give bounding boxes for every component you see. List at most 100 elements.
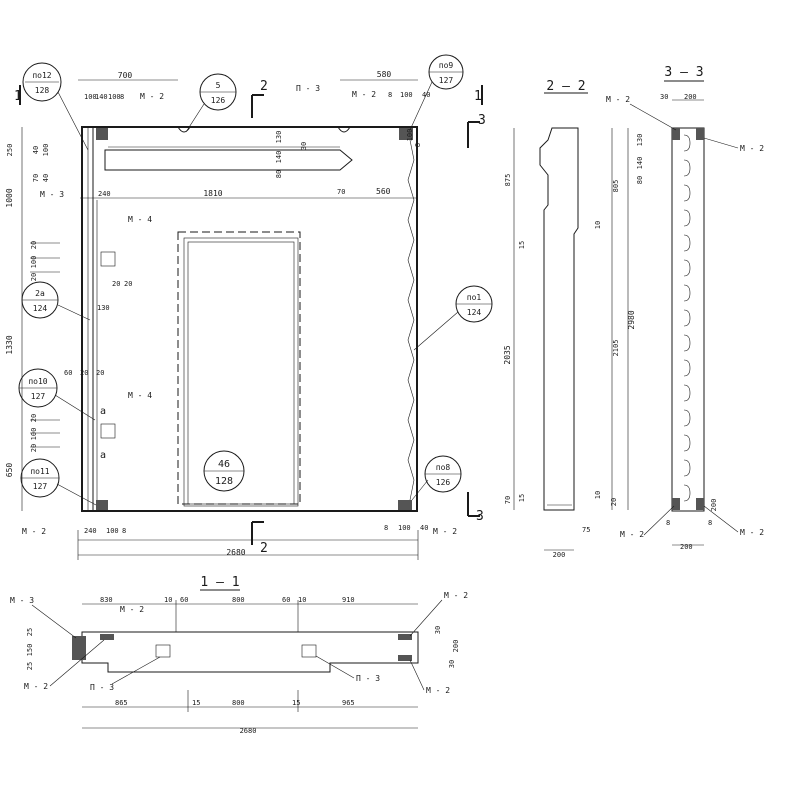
svg-text:3: 3 — [478, 113, 486, 128]
svg-text:240: 240 — [98, 190, 111, 198]
svg-text:60: 60 — [180, 596, 188, 604]
svg-text:10: 10 — [594, 221, 602, 229]
dim-700: 700 — [118, 71, 133, 80]
svg-text:8: 8 — [384, 524, 388, 532]
svg-text:127: 127 — [31, 392, 46, 401]
dim-2680-section: 2680 — [240, 727, 257, 735]
label-m2-top-right: М - 2 — [352, 90, 376, 99]
panel-outline — [81, 126, 418, 512]
svg-text:130: 130 — [636, 134, 644, 147]
section-marker-2-bottom: 2 — [251, 521, 268, 556]
section-1-1-title: 1 — 1 — [200, 575, 239, 590]
svg-text:200: 200 — [710, 499, 718, 512]
svg-text:2а: 2а — [35, 289, 45, 298]
callout-po10: по10 127 — [18, 368, 96, 421]
svg-text:15: 15 — [518, 494, 526, 502]
svg-text:100: 100 — [106, 527, 119, 535]
dim-2680-elevation: 2680 — [226, 548, 245, 557]
svg-text:70: 70 — [337, 188, 345, 196]
label-m4-lower: М - 4 — [128, 391, 152, 400]
svg-text:200: 200 — [553, 551, 566, 559]
svg-text:80: 80 — [275, 170, 283, 178]
svg-text:по12: по12 — [32, 71, 51, 80]
svg-text:46: 46 — [218, 459, 230, 470]
plate-m2-top-right — [399, 128, 413, 140]
svg-text:100: 100 — [406, 129, 414, 142]
svg-text:20: 20 — [124, 280, 132, 288]
svg-text:100: 100 — [30, 428, 38, 441]
svg-text:25: 25 — [26, 662, 34, 670]
svg-text:127: 127 — [33, 482, 48, 491]
svg-text:25: 25 — [26, 628, 34, 636]
svg-text:М - 2: М - 2 — [620, 530, 644, 539]
callout-po11: по11 127 — [20, 458, 97, 506]
svg-text:15: 15 — [292, 699, 300, 707]
svg-text:100: 100 — [30, 256, 38, 269]
svg-text:40: 40 — [420, 524, 428, 532]
svg-text:20: 20 — [610, 498, 618, 506]
svg-text:100: 100 — [42, 144, 50, 157]
svg-text:8: 8 — [414, 143, 422, 147]
svg-text:3: 3 — [476, 509, 484, 524]
svg-text:по10: по10 — [28, 377, 47, 386]
svg-text:М - 2: М - 2 — [740, 144, 764, 153]
svg-text:140: 140 — [636, 157, 644, 170]
section-1-1-profile — [81, 631, 419, 673]
svg-text:250: 250 — [6, 144, 14, 157]
svg-text:805: 805 — [612, 180, 620, 193]
section-2-2-title: 2 — 2 — [546, 79, 585, 94]
svg-text:П - 3: П - 3 — [356, 674, 380, 683]
svg-text:100: 100 — [398, 524, 411, 532]
svg-text:20: 20 — [96, 369, 104, 377]
svg-text:40: 40 — [422, 91, 430, 99]
svg-text:2: 2 — [260, 79, 268, 94]
svg-text:8: 8 — [388, 91, 392, 99]
svg-text:8: 8 — [708, 519, 712, 527]
door-opening — [187, 241, 295, 505]
section-3-3: 3 — 3 30 200 8 200 200 8 М - 2 М - 2 М -… — [606, 65, 764, 551]
svg-text:по11: по11 — [30, 467, 49, 476]
svg-text:30: 30 — [300, 142, 308, 150]
callout-po9: по9 127 — [409, 54, 464, 131]
svg-text:126: 126 — [436, 478, 451, 487]
svg-text:800: 800 — [232, 699, 245, 707]
svg-text:75: 75 — [582, 526, 590, 534]
svg-text:830: 830 — [100, 596, 113, 604]
svg-text:100: 100 — [108, 93, 121, 101]
svg-text:800: 800 — [232, 596, 245, 604]
label-m2-top-left: М - 2 — [140, 92, 164, 101]
svg-text:М - 2: М - 2 — [426, 686, 450, 695]
svg-text:140: 140 — [95, 93, 108, 101]
svg-text:10: 10 — [594, 491, 602, 499]
svg-text:130: 130 — [275, 131, 283, 144]
svg-text:128: 128 — [35, 86, 50, 95]
section-2-2-profile — [539, 127, 579, 511]
svg-text:124: 124 — [467, 308, 482, 317]
svg-text:200: 200 — [680, 543, 693, 551]
svg-text:по1: по1 — [467, 293, 482, 302]
lifting-notch-right — [337, 126, 351, 133]
svg-text:240: 240 — [84, 527, 97, 535]
svg-text:15: 15 — [192, 699, 200, 707]
panel-right-edge — [407, 139, 415, 501]
callout-5: 5 126 — [185, 73, 237, 133]
plate-m2-bottom-left — [96, 500, 108, 510]
top-beam — [104, 149, 353, 171]
section-1-1: 1 — 1 830 10 60 800 60 10 910 865 15 800… — [10, 575, 468, 735]
plate-m4-upper — [100, 251, 116, 267]
svg-text:20: 20 — [112, 280, 120, 288]
svg-text:1: 1 — [14, 89, 22, 104]
section-2-2: 2 — 2 875 15 2035 10 70 15 75 805 2105 2… — [503, 79, 636, 559]
svg-text:124: 124 — [33, 304, 48, 313]
plate-p3-left — [155, 644, 171, 658]
callout-po1: по1 124 — [413, 285, 493, 351]
plate-p3-right — [301, 644, 317, 658]
svg-text:М - 2: М - 2 — [120, 605, 144, 614]
callout-46: 46 128 — [203, 450, 245, 492]
elevation-view: по12 128 5 126 по9 127 2а 124 — [5, 54, 493, 560]
label-m2-bottom-left: М - 2 — [22, 527, 46, 536]
svg-text:10: 10 — [164, 596, 172, 604]
svg-text:560: 560 — [376, 187, 391, 196]
svg-text:М - 2: М - 2 — [606, 95, 630, 104]
